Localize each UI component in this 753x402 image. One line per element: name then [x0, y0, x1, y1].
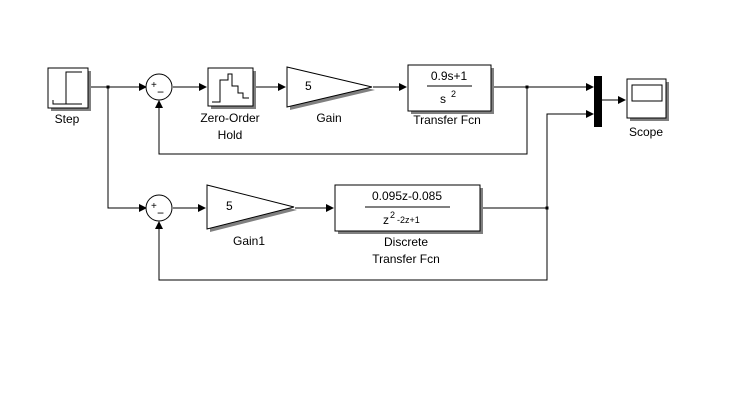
- sum2-plus-sign: +: [151, 201, 157, 212]
- gain-value: 5: [305, 79, 312, 93]
- zoh-block[interactable]: Zero-Order Hold: [200, 67, 260, 142]
- branch-point: [106, 85, 110, 89]
- tf-label: Transfer Fcn: [413, 113, 481, 127]
- gain1-label: Gain1: [233, 234, 265, 248]
- dtf-label-line2: Transfer Fcn: [372, 252, 440, 266]
- scope-screen-icon: [631, 84, 663, 102]
- scope-block[interactable]: Scope: [626, 78, 669, 139]
- dtf-numerator: 0.095z-0.085: [372, 189, 442, 203]
- dtf-denominator-exponent: 2: [390, 210, 395, 220]
- tf-numerator: 0.9s+1: [431, 69, 468, 83]
- step-block[interactable]: Step: [47, 67, 91, 126]
- gain1-block[interactable]: 5 Gain1: [206, 184, 297, 248]
- dtf-denominator-base: z: [383, 213, 389, 227]
- wire-dtf-to-mux[interactable]: [481, 110, 594, 209]
- sum2-minus-sign: −: [157, 206, 164, 220]
- staircase-waveform-icon: [212, 73, 249, 103]
- tf-denominator-base: s: [440, 92, 446, 106]
- branch-point: [525, 85, 529, 89]
- step-waveform-icon: [52, 71, 82, 105]
- mux-block[interactable]: [594, 76, 602, 127]
- zoh-label-line1: Zero-Order: [200, 111, 259, 125]
- tf-denominator-exponent: 2: [451, 89, 456, 99]
- zoh-label-line2: Hold: [218, 128, 243, 142]
- sum2-block[interactable]: + −: [145, 194, 173, 222]
- wire-step-to-sum2[interactable]: [107, 87, 147, 212]
- wire-feedback-tf-to-sum1[interactable]: [155, 87, 528, 155]
- dtf-label-line1: Discrete: [384, 235, 428, 249]
- gain-label: Gain: [316, 111, 341, 125]
- sum1-block[interactable]: + −: [145, 73, 173, 101]
- dtf-denominator-rest: -2z+1: [397, 215, 420, 225]
- gain-block[interactable]: 5 Gain: [286, 66, 375, 125]
- branch-point: [545, 206, 549, 210]
- scope-label: Scope: [629, 125, 663, 139]
- wire-feedback-dtf-to-sum2[interactable]: [155, 208, 548, 281]
- sum1-minus-sign: −: [157, 85, 164, 99]
- gain1-value: 5: [226, 199, 233, 213]
- sum1-plus-sign: +: [151, 80, 157, 91]
- transfer-fcn-block[interactable]: 0.9s+1 s 2 Transfer Fcn: [407, 64, 494, 127]
- discrete-transfer-fcn-block[interactable]: 0.095z-0.085 z 2 -2z+1 Discrete Transfer…: [334, 184, 483, 266]
- step-label: Step: [55, 112, 80, 126]
